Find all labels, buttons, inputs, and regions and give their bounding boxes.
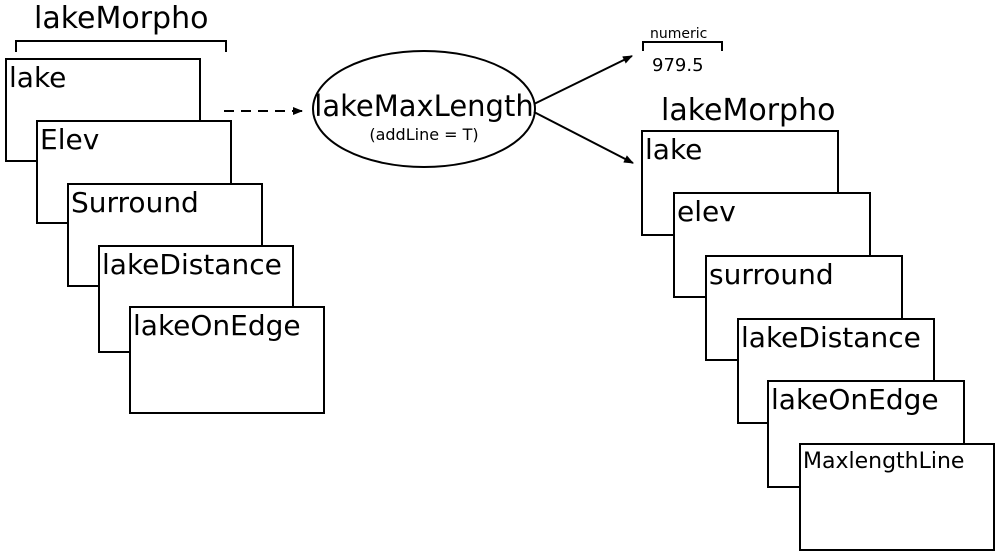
numeric-bracket <box>642 41 723 51</box>
function-ellipse <box>312 50 536 168</box>
layer-label: lakeDistance <box>741 321 921 354</box>
input-title: lakeMorpho <box>34 1 209 36</box>
output-layer-maxlengthline: MaxlengthLine <box>799 443 995 551</box>
layer-label: lake <box>9 61 67 94</box>
function-args: (addLine = T) <box>369 125 479 144</box>
layer-label: Surround <box>71 186 199 219</box>
layer-label: lakeOnEdge <box>771 383 939 416</box>
numeric-output-type: numeric <box>650 26 708 42</box>
input-layer-lakeonedge: lakeOnEdge <box>129 306 325 414</box>
output-title: lakeMorpho <box>661 93 836 128</box>
layer-label: lakeDistance <box>102 248 282 281</box>
function-to-numeric-arrow <box>533 55 633 105</box>
layer-label: lake <box>645 133 703 166</box>
layer-label: Elev <box>40 123 100 156</box>
function-label: lakeMaxLength (addLine = T) <box>313 92 535 143</box>
layer-label: surround <box>709 258 834 291</box>
function-name: lakeMaxLength <box>314 89 534 123</box>
numeric-output-value: 979.5 <box>652 55 704 76</box>
layer-label: elev <box>677 195 736 228</box>
function-to-output-arrow <box>533 111 634 164</box>
layer-label: lakeOnEdge <box>133 309 301 342</box>
input-bracket <box>15 40 227 52</box>
layer-label: MaxlengthLine <box>803 449 965 474</box>
